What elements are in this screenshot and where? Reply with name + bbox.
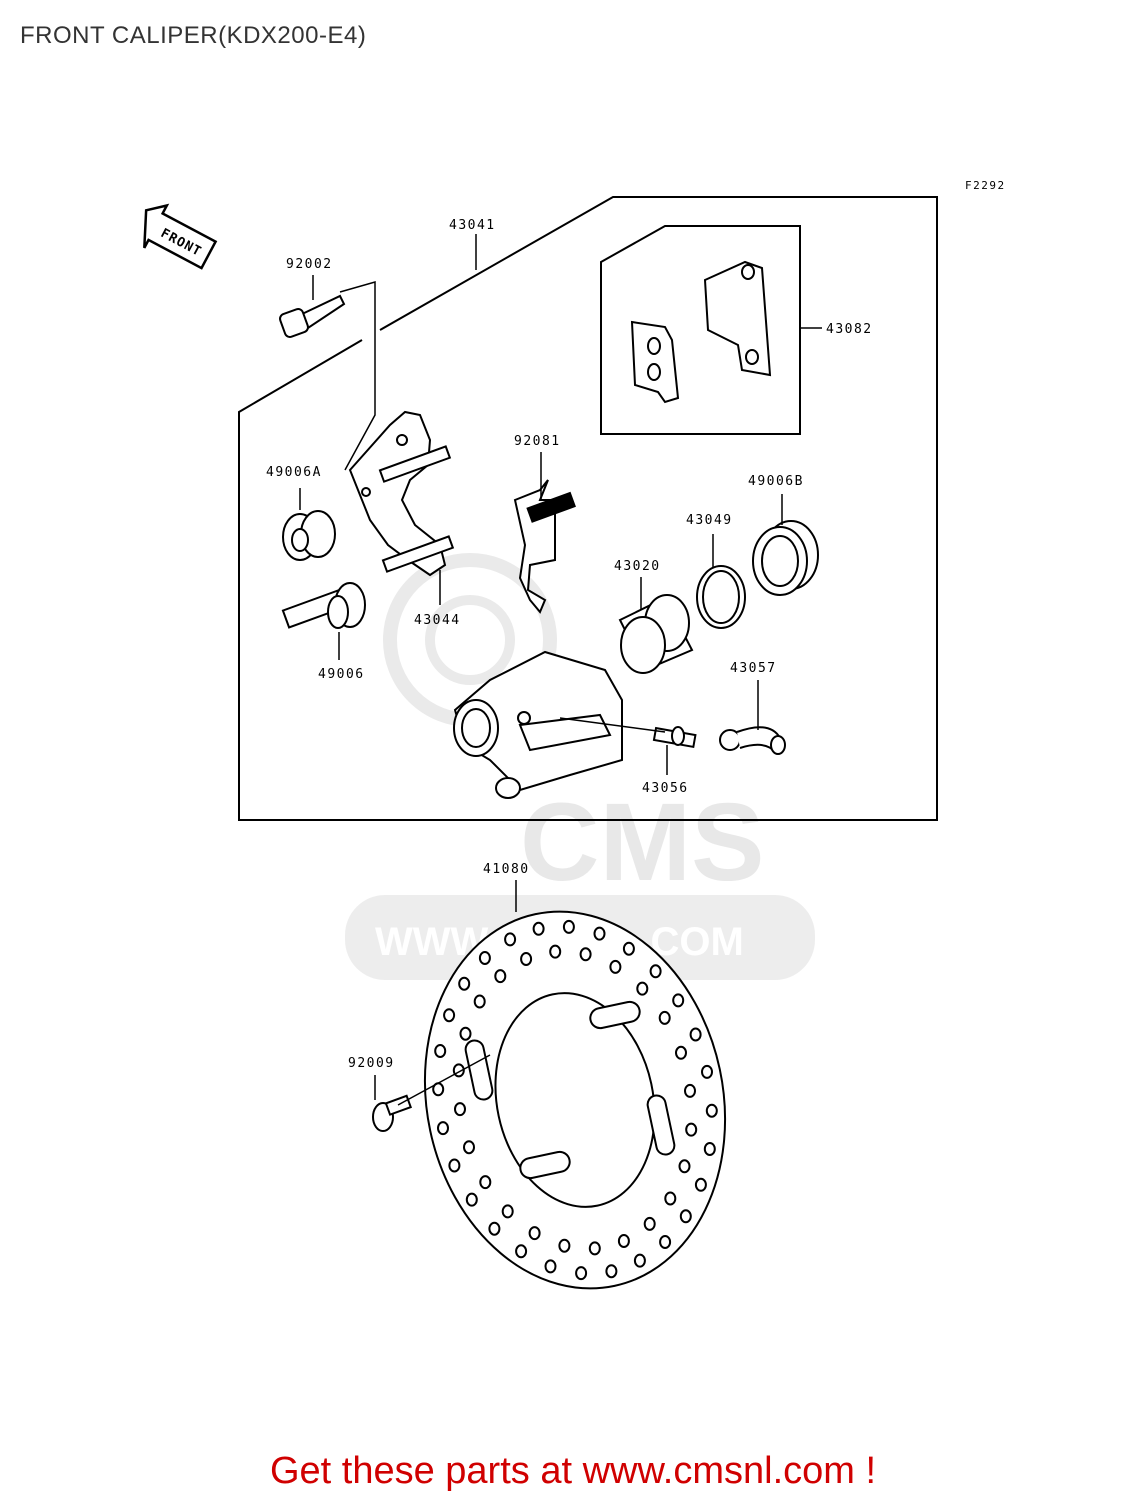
callout-49006A: 49006A xyxy=(266,465,322,480)
seal-49006B xyxy=(752,520,819,596)
disc-hole xyxy=(488,1221,501,1236)
disc-hole xyxy=(437,1121,449,1136)
disc-hole xyxy=(649,964,662,979)
disc-hole xyxy=(605,1264,618,1279)
callout-43057: 43057 xyxy=(730,661,777,676)
disc-hole xyxy=(593,926,606,941)
callout-49006: 49006 xyxy=(318,667,365,682)
disc-hole xyxy=(443,1008,456,1023)
disc-hole xyxy=(703,1142,716,1156)
disc-hole xyxy=(633,1253,646,1268)
disc-hole xyxy=(579,947,592,962)
callout-92002: 92002 xyxy=(286,257,333,272)
seal-43049 xyxy=(696,565,746,629)
disc-hole xyxy=(458,976,471,991)
disc-holes xyxy=(432,919,718,1281)
disc-hole xyxy=(678,1159,691,1174)
disc-hole xyxy=(679,1209,692,1224)
disc-hole xyxy=(454,1102,466,1117)
disc-hole xyxy=(609,959,622,974)
disc-hole xyxy=(664,1191,677,1206)
disc-hole xyxy=(549,944,562,959)
cap-43057 xyxy=(719,726,786,755)
disc-hole xyxy=(504,932,517,947)
disc-hole xyxy=(622,941,635,956)
disc-hole xyxy=(465,1192,478,1207)
disc-hole xyxy=(701,1064,713,1079)
disc-hole xyxy=(685,1122,698,1137)
boot-49006A xyxy=(282,510,336,561)
pin-49006 xyxy=(281,582,366,629)
disc-hole xyxy=(684,1083,696,1098)
disc-hole xyxy=(463,1140,475,1155)
disc-hole xyxy=(532,921,545,936)
front-arrow-icon: FRONT xyxy=(143,203,218,270)
watermark-brand: CMS xyxy=(520,781,764,904)
piston-43020 xyxy=(618,594,694,674)
disc-hole xyxy=(528,1226,541,1241)
parts-diagram: CMS WWW.CMSNL.COM F2292 FRONT xyxy=(143,179,1006,1290)
callout-92081: 92081 xyxy=(514,434,561,449)
disc-hole xyxy=(520,952,533,966)
callout-43049: 43049 xyxy=(686,513,733,528)
disc-hole xyxy=(478,951,491,965)
callout-49006B: 49006B xyxy=(748,474,804,489)
disc-hole xyxy=(659,1235,672,1249)
page-title: FRONT CALIPER(KDX200-E4) xyxy=(20,22,367,49)
caliper-bracket-43044 xyxy=(348,410,455,577)
disc-hole xyxy=(588,1241,601,1256)
disc-hole xyxy=(617,1234,630,1248)
disc-hole xyxy=(479,1175,492,1190)
disc-hole xyxy=(575,1266,588,1281)
brake-pad-right xyxy=(703,260,772,377)
brake-disc-41080 xyxy=(423,910,727,1290)
disc-hole xyxy=(694,1177,707,1192)
disc-hole xyxy=(544,1259,557,1274)
callout-43082: 43082 xyxy=(826,322,873,337)
callout-43041: 43041 xyxy=(449,218,496,233)
pad-spring-92081 xyxy=(513,479,576,614)
disc-hole xyxy=(473,994,486,1009)
footer-promo: Get these parts at www.cmsnl.com ! xyxy=(269,1450,877,1492)
figure-ref: F2292 xyxy=(965,179,1006,192)
disc-hole xyxy=(434,1044,447,1058)
callout-92009: 92009 xyxy=(348,1056,395,1071)
leader-lines xyxy=(299,234,822,1106)
disc-hole xyxy=(459,1026,472,1041)
disc-hole xyxy=(658,1010,671,1025)
callout-43044: 43044 xyxy=(414,613,461,628)
watermark-logo: CMS WWW.CMSNL.COM xyxy=(345,553,815,980)
disc-hole xyxy=(705,1103,718,1118)
disc-hole xyxy=(643,1216,656,1231)
assembly-frame xyxy=(238,196,938,821)
callout-41080: 41080 xyxy=(483,862,530,877)
callout-43056: 43056 xyxy=(642,781,689,796)
brake-pad-left xyxy=(630,320,680,404)
disc-hole xyxy=(515,1244,528,1259)
bolt-92002 xyxy=(279,294,346,338)
disc-hole xyxy=(689,1027,702,1042)
bleeder-43056 xyxy=(652,726,697,749)
disc-hole xyxy=(672,993,685,1008)
disc-hole xyxy=(558,1238,571,1253)
disc-hole xyxy=(448,1158,461,1173)
disc-hole xyxy=(636,981,649,996)
disc-hole xyxy=(562,919,575,934)
disc-hole xyxy=(501,1204,514,1219)
caliper-body xyxy=(453,650,623,799)
callout-43020: 43020 xyxy=(614,559,661,574)
disc-hole xyxy=(494,969,507,984)
disc-hole xyxy=(675,1045,687,1060)
